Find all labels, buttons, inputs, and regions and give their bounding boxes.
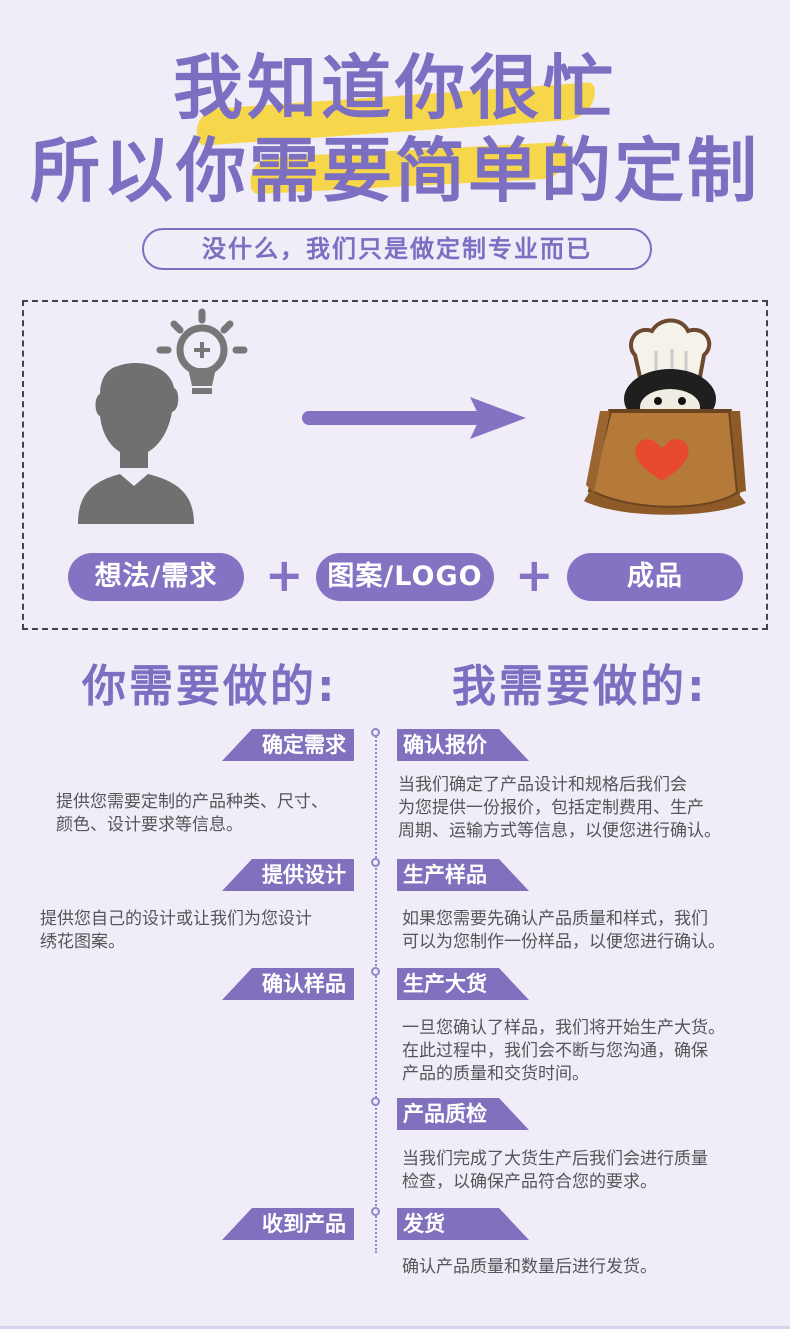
you-step-tag-confirm-needs: 确定需求: [222, 729, 354, 761]
desc-line: 提供您需要定制的产品种类、尺寸、: [56, 792, 328, 812]
person-idea-icon: [78, 308, 248, 524]
you-step-desc-2: 提供您自己的设计或让我们为您设计 绣花图案。: [40, 908, 312, 954]
plus-sign-1: +: [265, 548, 304, 602]
me-step-tag-ship: 发货: [397, 1208, 529, 1240]
penguin-patch-image: [584, 318, 746, 515]
bottom-divider: [0, 1326, 790, 1329]
desc-line: 绣花图案。: [40, 932, 125, 952]
desc-line: 如果您需要先确认产品质量和样式，我们: [402, 909, 708, 929]
timeline-dot: [371, 967, 380, 976]
you-step-tag-confirm-sample: 确认样品: [222, 968, 354, 1000]
me-step-desc-1: 当我们确定了产品设计和规格后我们会 为您提供一份报价，包括定制费用、生产 周期、…: [398, 774, 721, 843]
desc-line: 可以为您制作一份样品，以便您进行确认。: [402, 932, 725, 952]
me-step-desc-4: 当我们完成了大货生产后我们会进行质量 检查，以确保产品符合您的要求。: [402, 1148, 708, 1194]
you-step-tag-provide-design: 提供设计: [222, 859, 354, 891]
me-step-tag-quality-check: 产品质检: [397, 1098, 529, 1130]
process-box: [22, 300, 768, 630]
desc-line: 提供您自己的设计或让我们为您设计: [40, 909, 312, 929]
desc-line: 周期、运输方式等信息，以便您进行确认。: [398, 821, 721, 841]
me-step-desc-5: 确认产品质量和数量后进行发货。: [402, 1256, 657, 1279]
me-step-tag-mass-production: 生产大货: [397, 968, 529, 1000]
plus-sign-2: +: [515, 548, 554, 602]
me-step-tag-produce-sample: 生产样品: [397, 859, 529, 891]
desc-line: 检查，以确保产品符合您的要求。: [402, 1172, 657, 1192]
desc-line: 在此过程中，我们会不断与您沟通，确保: [402, 1041, 708, 1061]
timeline-line: [375, 733, 377, 1253]
step-pill-product: 成品: [567, 553, 743, 601]
desc-line: 为您提供一份报价，包括定制费用、生产: [398, 798, 704, 818]
desc-line: 产品的质量和交货时间。: [402, 1064, 589, 1084]
you-step-tag-receive-product: 收到产品: [222, 1208, 354, 1240]
timeline-dot: [371, 728, 380, 737]
desc-line: 一旦您确认了样品，我们将开始生产大货。: [402, 1018, 725, 1038]
desc-line: 当我们完成了大货生产后我们会进行质量: [402, 1149, 708, 1169]
timeline-dot: [371, 1097, 380, 1106]
you-column-title: 你需要做的:: [82, 661, 338, 712]
me-column-title: 我需要做的:: [452, 661, 708, 712]
subtitle-pill: 没什么，我们只是做定制专业而已: [142, 228, 652, 270]
me-step-tag-confirm-quote: 确认报价: [397, 729, 529, 761]
desc-line: 当我们确定了产品设计和规格后我们会: [398, 775, 687, 795]
headline-line-1: 我知道你很忙: [173, 47, 617, 129]
you-step-desc-1: 提供您需要定制的产品种类、尺寸、 颜色、设计要求等信息。: [56, 791, 328, 837]
desc-line: 颜色、设计要求等信息。: [56, 815, 243, 835]
timeline-dot: [371, 1207, 380, 1216]
me-step-desc-2: 如果您需要先确认产品质量和样式，我们 可以为您制作一份样品，以便您进行确认。: [402, 908, 725, 954]
arrow-right-icon: [302, 397, 526, 439]
step-pill-idea: 想法/需求: [68, 553, 244, 601]
step-pill-design: 图案/LOGO: [316, 553, 494, 601]
headline-line-2: 所以你需要简单的定制: [30, 130, 760, 212]
desc-line: 确认产品质量和数量后进行发货。: [402, 1257, 657, 1277]
timeline-dot: [371, 858, 380, 867]
me-step-desc-3: 一旦您确认了样品，我们将开始生产大货。 在此过程中，我们会不断与您沟通，确保 产…: [402, 1017, 725, 1086]
